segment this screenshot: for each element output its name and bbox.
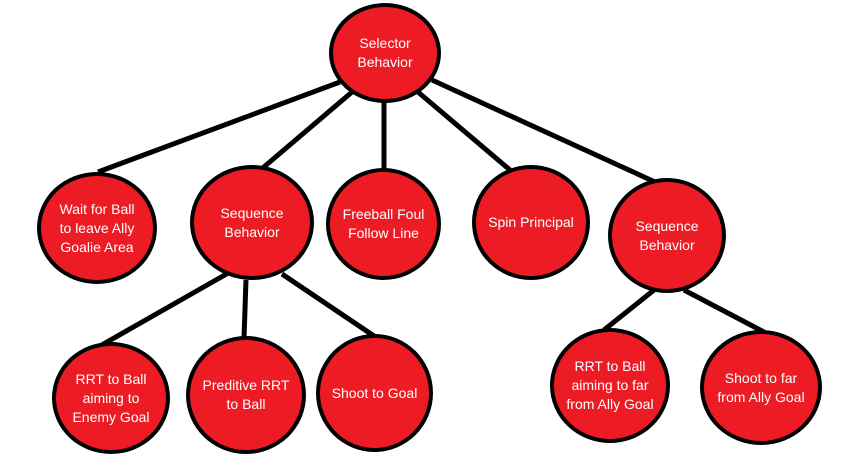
edge-root-spin	[416, 90, 512, 172]
node-wait-for-ball[interactable]: Wait for Ball to leave Ally Goalie Area	[37, 172, 157, 284]
node-label: Shoot to Goal	[331, 384, 418, 401]
node-label: Sequence Behavior	[635, 217, 699, 253]
node-shoot-to-goal[interactable]: Shoot to Goal	[316, 334, 433, 452]
edge-seq1-rrt-enemy	[98, 269, 232, 349]
edge-root-wait	[97, 79, 341, 175]
node-preditive-rrt[interactable]: Preditive RRT to Ball	[186, 336, 306, 454]
node-freeball-foul[interactable]: Freeball Foul Follow Line	[326, 168, 441, 280]
edge-seq2-shoot-far	[682, 287, 766, 335]
node-rrt-enemy-goal[interactable]: RRT to Ball aiming to Enemy Goal	[52, 342, 170, 454]
node-sequence-behavior-right[interactable]: Sequence Behavior	[608, 178, 726, 293]
node-label: RRT to Ball aiming to Enemy Goal	[72, 370, 150, 425]
node-selector-behavior[interactable]: Selector Behavior	[329, 3, 441, 103]
node-label: RRT to Ball aiming to far from Ally Goal	[566, 358, 654, 412]
node-label: Selector Behavior	[357, 35, 413, 70]
node-spin-principal[interactable]: Spin Principal	[472, 165, 590, 280]
node-label: Shoot to far from Ally Goal	[717, 369, 805, 405]
node-sequence-behavior-left[interactable]: Sequence Behavior	[190, 165, 314, 280]
node-label: Spin Principal	[488, 214, 574, 230]
node-label: Freeball Foul Follow Line	[342, 206, 425, 241]
node-label: Sequence Behavior	[220, 204, 284, 240]
edge-root-seq2	[430, 77, 657, 185]
node-label: Wait for Ball to leave Ally Goalie Area	[59, 200, 135, 255]
node-label: Preditive RRT to Ball	[202, 377, 290, 412]
edge-root-seq1	[256, 90, 354, 174]
node-shoot-far-ally-goal[interactable]: Shoot to far from Ally Goal	[700, 330, 822, 445]
edge-seq1-shoot-goal	[280, 271, 376, 339]
edge-seq1-preditive	[241, 279, 249, 339]
edge-seq2-rrt-far	[602, 288, 656, 332]
node-rrt-far-ally-goal[interactable]: RRT to Ball aiming to far from Ally Goal	[550, 328, 670, 443]
